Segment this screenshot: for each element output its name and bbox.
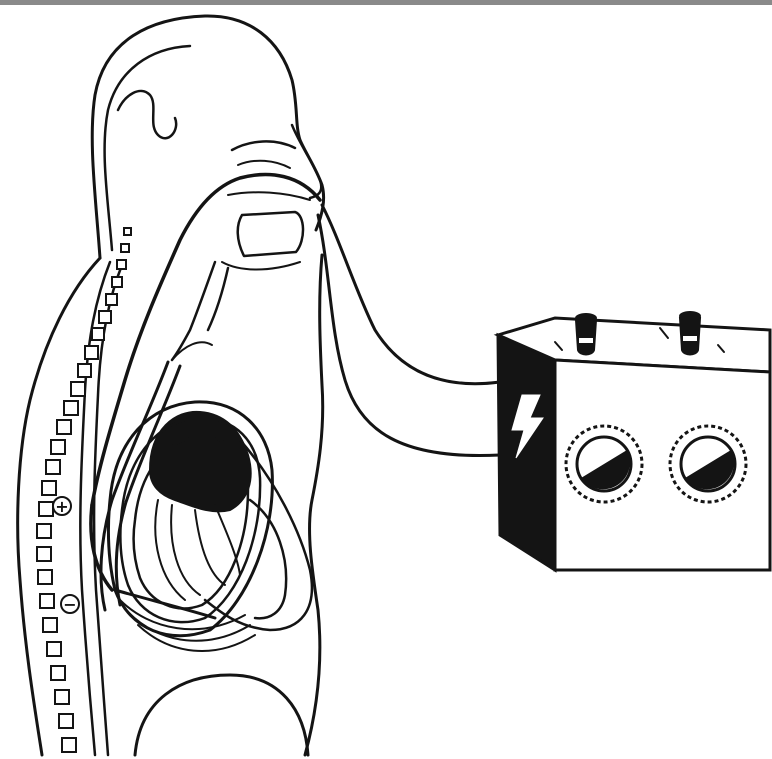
dial-left: [564, 424, 644, 504]
positive-terminal-label: +: [55, 497, 68, 516]
top-band: [0, 0, 772, 5]
head-outline: [90, 14, 326, 260]
vertebrae: [36, 227, 132, 753]
negative-terminal-label: −: [63, 595, 76, 614]
positive-electrode: +: [52, 496, 72, 516]
pacing-lead: [89, 172, 502, 592]
pacemaker-box: [493, 316, 772, 573]
throat-outline: [170, 253, 325, 757]
terminal-posts: [574, 311, 702, 356]
lightning-bolt-icon: [511, 394, 544, 459]
abdomen-arc: [133, 673, 310, 757]
box-side-face: [496, 332, 557, 573]
heart-atria: [148, 410, 252, 513]
oral-cavity: [221, 191, 311, 271]
box-front-face: [553, 358, 772, 572]
box-top-face: [493, 316, 772, 374]
negative-electrode: −: [60, 594, 80, 614]
terminal-post-left: [574, 319, 598, 356]
back-outline: [16, 256, 102, 757]
dial-right: [668, 424, 748, 504]
heart: [106, 400, 314, 652]
